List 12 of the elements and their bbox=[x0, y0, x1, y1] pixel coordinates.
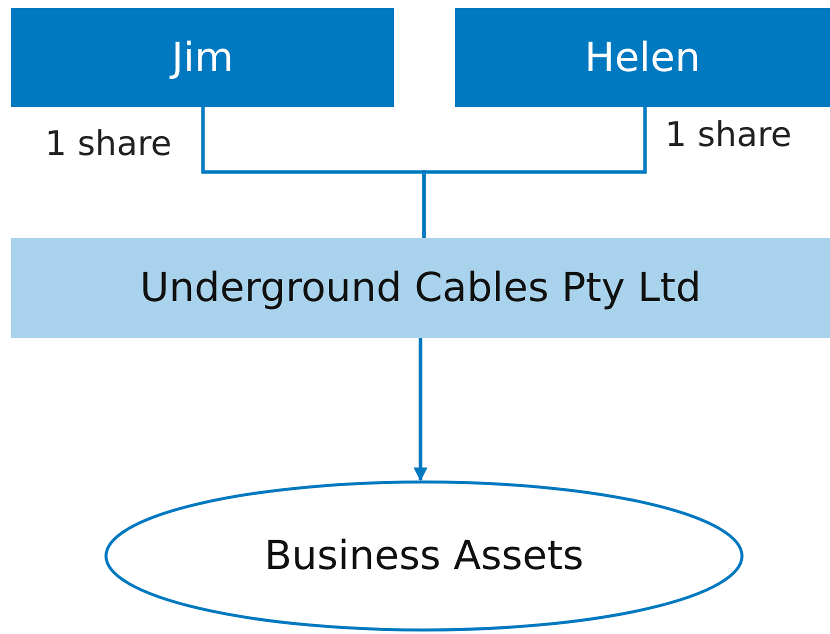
node-label: Jim bbox=[172, 34, 234, 80]
node-label: Underground Cables Pty Ltd bbox=[140, 265, 702, 311]
company-box bbox=[11, 238, 830, 338]
arrow bbox=[414, 338, 428, 482]
share-label: 1 share bbox=[45, 124, 172, 164]
share-label: 1 share bbox=[665, 115, 792, 155]
node-label: Helen bbox=[584, 34, 700, 80]
person-box bbox=[455, 8, 830, 107]
person-box bbox=[11, 8, 394, 107]
connector-line bbox=[422, 107, 647, 238]
node-label: Business Assets bbox=[264, 533, 584, 579]
ellipse-node bbox=[104, 480, 744, 632]
